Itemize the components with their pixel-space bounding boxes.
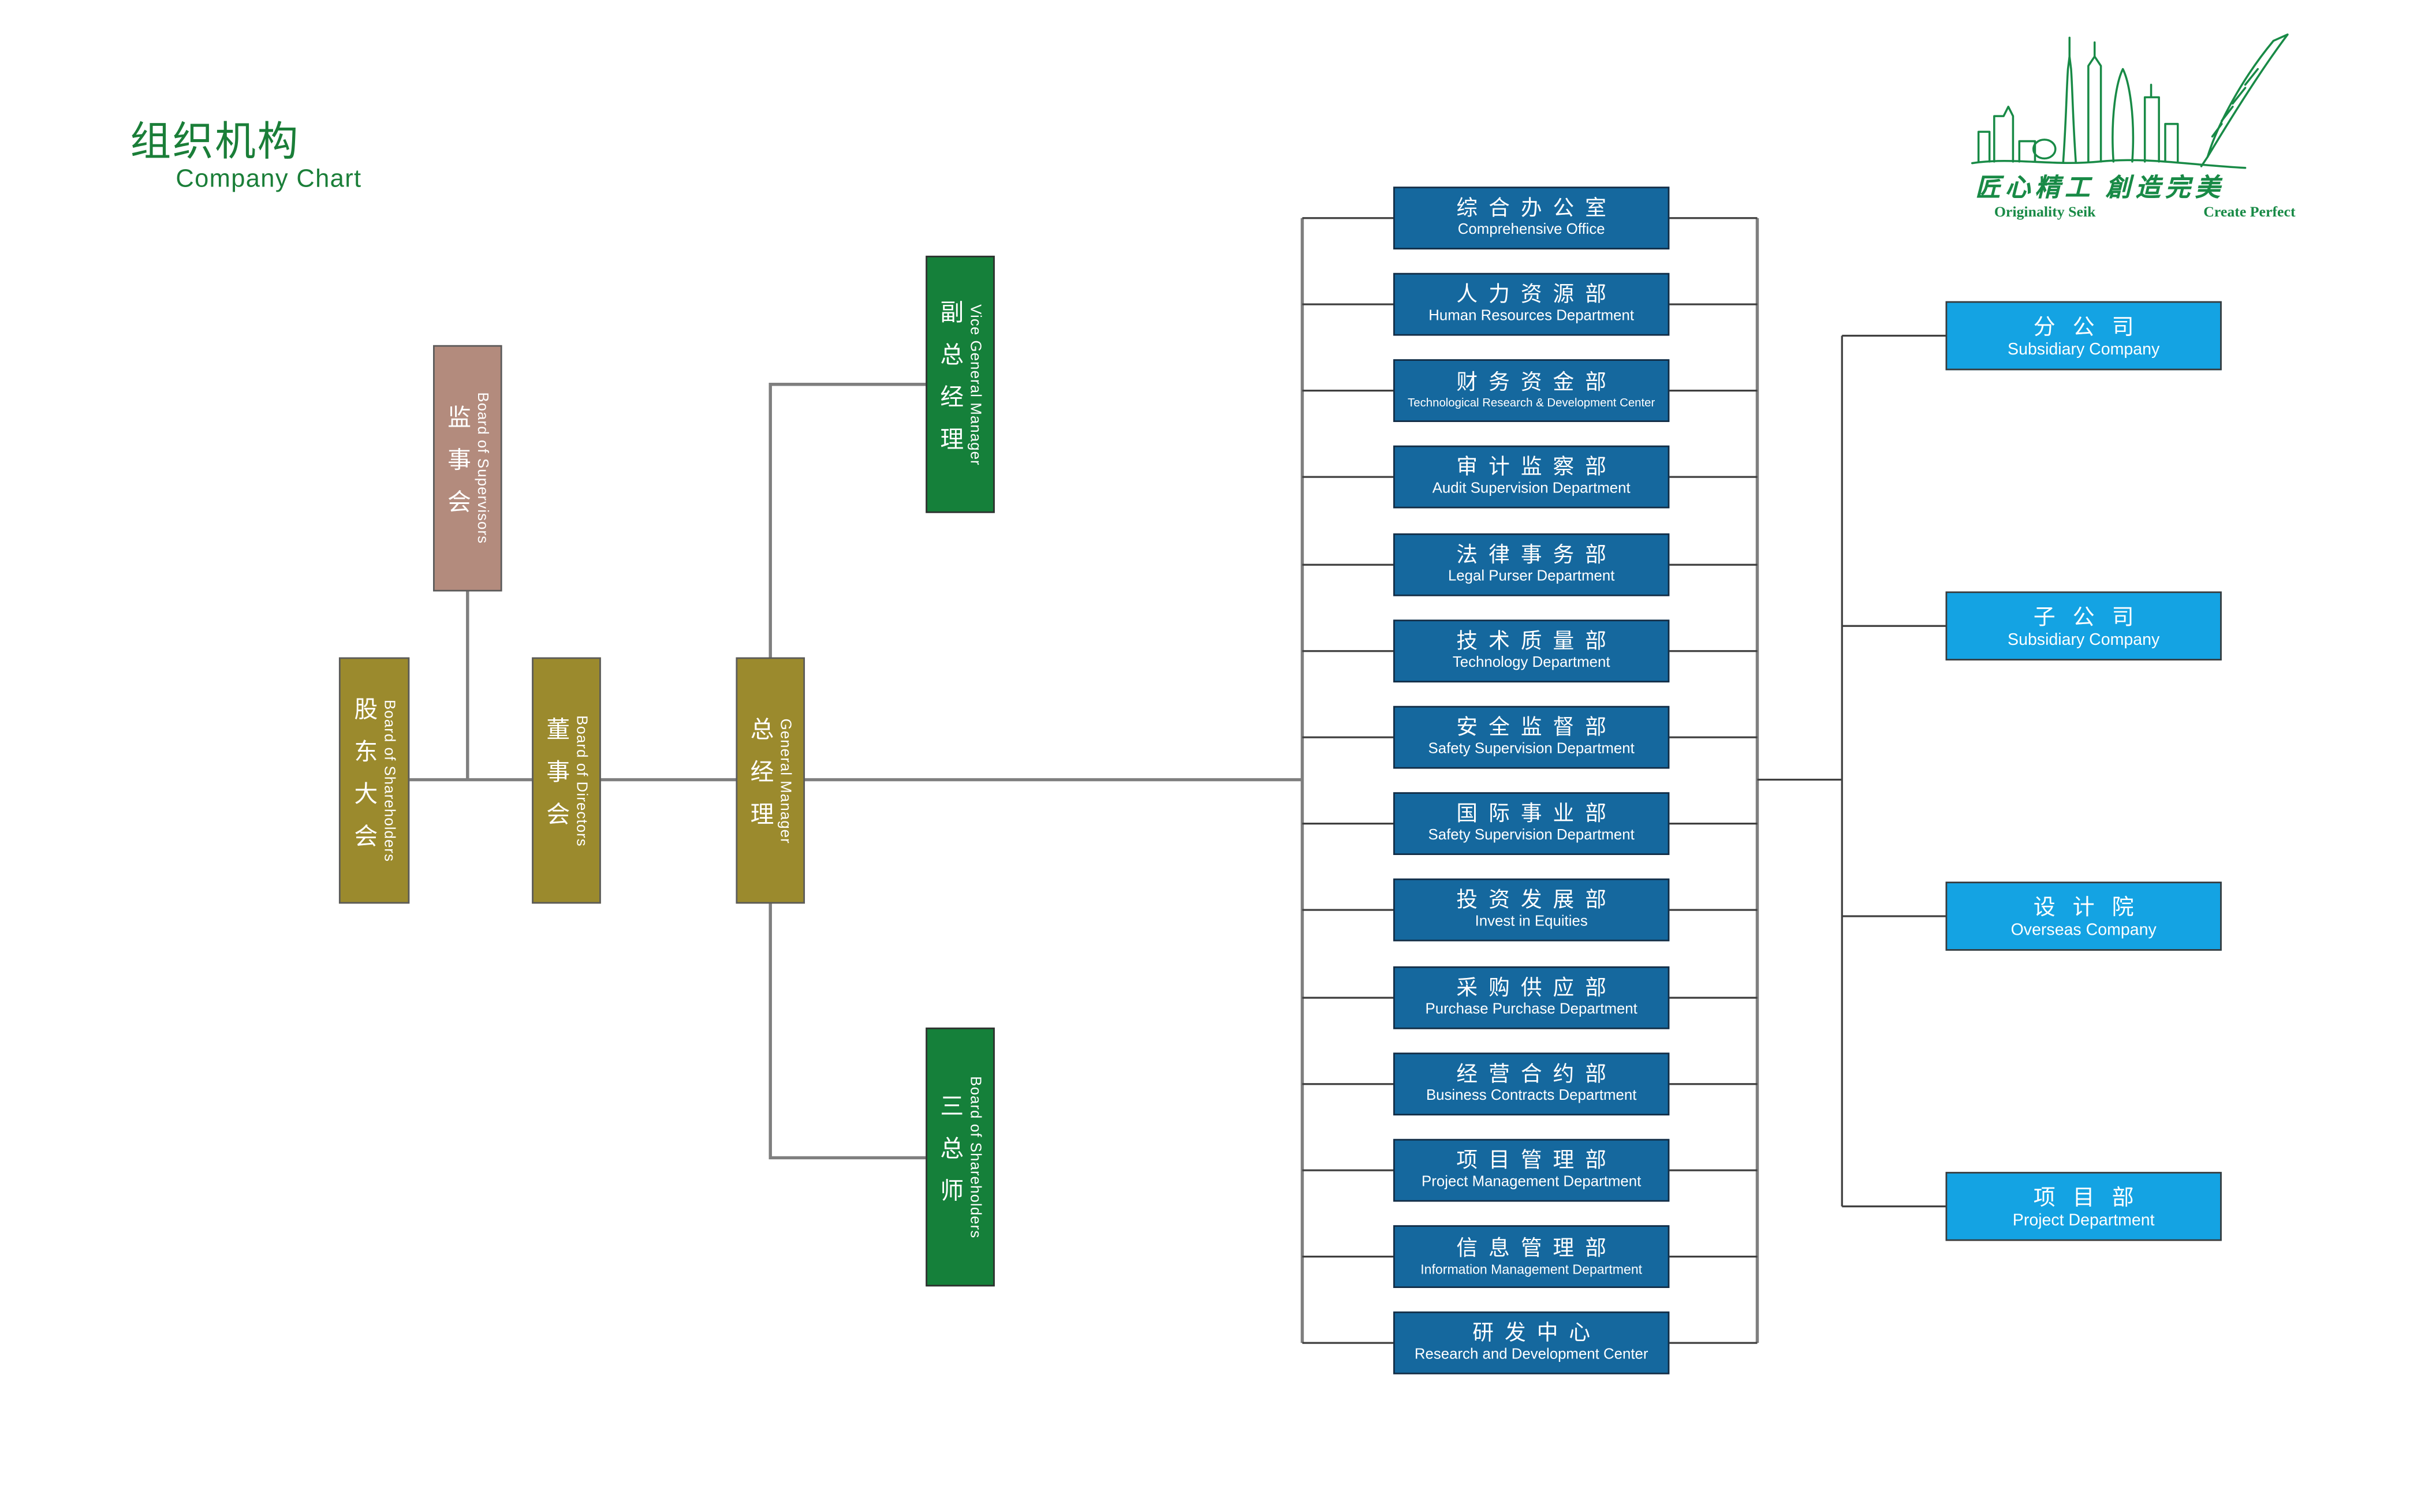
node-label-zh: 三总师 [937,1093,964,1221]
dept-label-en: Legal Purser Department [1448,568,1615,585]
node-label-zh: 董事会 [543,716,570,844]
node-label-en: Board of Directors [572,715,590,846]
node-board-of-shareholders: 股东大会 Board of Shareholders [338,657,410,904]
title-zh: 组织机构 [130,117,300,165]
affiliate-label-en: Project Department [2012,1211,2155,1230]
dept-label-en: Safety Supervision Department [1428,826,1635,844]
company-logo: 匠心精工 創造完美 Originality Seik Create Perfec… [1966,22,2335,241]
node-board-of-supervisors: 监事会 Board of Supervisors [433,345,502,592]
node-label-zh: 总经理 [747,716,774,844]
dept-label-zh: 投资发展部 [1456,888,1617,912]
affiliate-label-zh: 项目部 [2033,1184,2151,1209]
affiliate-label-en: Subsidiary Company [2008,630,2160,650]
affiliate-label-zh: 分公司 [2033,313,2151,339]
page-title: 组织机构 Company Chart [130,117,362,194]
dept-label-zh: 采购供应部 [1456,976,1617,1000]
dept-label-zh: 技术质量部 [1456,629,1617,653]
dept-label-en: Purchase Purchase Department [1425,1000,1637,1018]
dept-label-en: Information Management Department [1420,1260,1643,1276]
dept-label-en: Comprehensive Office [1457,221,1605,238]
dept-label-en: Invest in Equities [1475,913,1588,931]
dept-label-zh: 审计监察部 [1456,455,1617,479]
dept-label-en: Human Resources Department [1428,307,1635,325]
dept-label-zh: 信息管理部 [1456,1235,1617,1260]
affiliate-label-zh: 子公司 [2033,603,2151,629]
dept-label-zh: 国际事业部 [1456,801,1617,826]
node-label-en: General Manager [776,718,794,843]
dept-label-zh: 项目管理部 [1456,1148,1617,1173]
dept-label-zh: 经营合约部 [1456,1062,1617,1086]
node-label-en: Board of Shareholders [966,1076,984,1238]
node-label-zh: 股东大会 [351,696,378,865]
node-general-manager: 总经理 General Manager [736,657,805,904]
node-label-zh: 副总经理 [937,300,964,469]
affiliate-label-zh: 设计院 [2033,894,2151,920]
dept-label-zh: 安全监督部 [1456,715,1617,740]
dept-label-en: Business Contracts Department [1426,1087,1637,1104]
dept-label-en: Safety Supervision Department [1428,740,1635,758]
node-label-en: Vice General Manager [966,303,984,465]
dept-label-zh: 研发中心 [1472,1321,1602,1345]
logo-slogan-en-left: Originality Seik [1994,205,2096,222]
node-three-chief-engineers: 三总师 Board of Shareholders [926,1027,995,1287]
affiliate-box-4: 项目部 Project Department [1945,1171,2222,1241]
skyline-quill-icon [1971,33,2289,169]
logo-slogan-en-right: Create Perfect [2203,205,2296,222]
node-label-en: Board of Supervisors [473,392,491,544]
title-en: Company Chart [176,165,362,193]
logo-slogan-zh: 匠心精工 創造完美 [1975,176,2225,203]
logo-slogan-en: Originality Seik Create Perfect [1994,206,2296,221]
node-board-of-directors: 董事会 Board of Directors [532,657,601,904]
node-vice-general-manager: 副总经理 Vice General Manager [926,255,995,513]
node-label-en: Board of Shareholders [380,699,398,862]
affiliate-label-en: Subsidiary Company [2008,340,2160,360]
dept-label-en: Project Management Department [1422,1173,1642,1191]
affiliate-label-en: Overseas Company [2010,921,2157,940]
dept-label-en: Technology Department [1452,654,1610,671]
dept-label-en: Audit Supervision Department [1432,480,1631,498]
dept-label-zh: 法律事务部 [1456,543,1617,567]
node-label-zh: 监事会 [444,405,471,532]
dept-label-zh: 人力资源部 [1456,282,1617,307]
dept-label-en: Research and Development Center [1414,1346,1648,1364]
dept-label-zh: 综合办公室 [1456,196,1617,220]
dept-label-en: Technological Research & Development Cen… [1408,395,1655,410]
dept-label-zh: 财务资金部 [1456,370,1617,394]
